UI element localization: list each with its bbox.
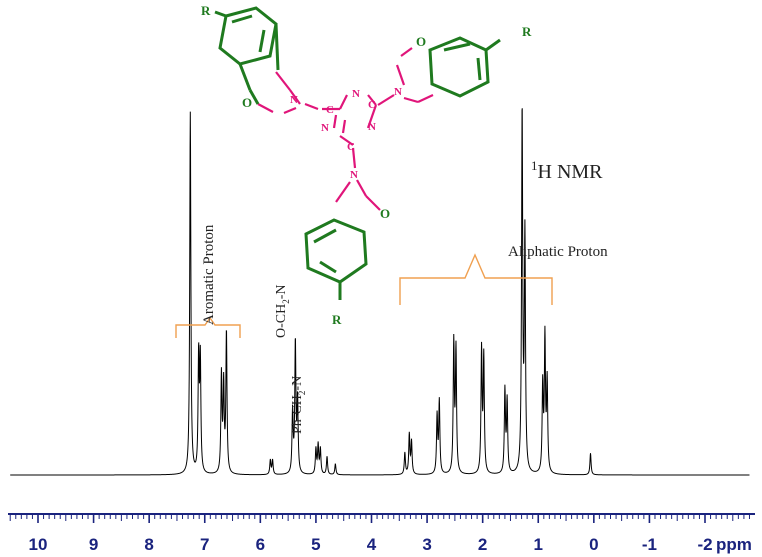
- x-tick-label: 9: [89, 535, 98, 554]
- phch2n-subscript: 2: [297, 391, 307, 396]
- x-tick-label: 4: [367, 535, 377, 554]
- chart-title-main: H NMR: [538, 161, 604, 183]
- aromatic-bracket: [175, 316, 241, 338]
- x-tick-label: 2: [478, 535, 487, 554]
- substituent-r-top-left: R: [201, 3, 211, 18]
- och2n-part-b: -N: [274, 284, 289, 299]
- phch2n-part-b: -N: [290, 376, 305, 391]
- x-tick-label: 10: [29, 535, 48, 554]
- right-oxazine-ring: [377, 47, 434, 106]
- substituent-r-top-right: R: [522, 24, 532, 39]
- x-tick-label: 8: [144, 535, 153, 554]
- x-tick-label: 6: [256, 535, 265, 554]
- och2n-subscript: 2: [281, 299, 291, 304]
- nitrogen-right-oxazine: N: [394, 86, 402, 98]
- x-tick-label: 0: [589, 535, 598, 554]
- spectrum: [10, 108, 750, 476]
- x-tick-label: 3: [422, 535, 431, 554]
- oxygen-right: O: [416, 34, 426, 49]
- triazine-nitrogen-right: N: [368, 121, 376, 133]
- aromatic-proton-label: Aromatic Proton: [201, 224, 217, 325]
- aliphatic-bracket: [399, 253, 553, 305]
- left-oxazine-ring: [257, 71, 319, 115]
- nitrogen-bottom-oxazine: N: [350, 169, 358, 181]
- och2n-part-a: O-CH: [274, 304, 289, 338]
- x-tick-label: 7: [200, 535, 209, 554]
- aliphatic-proton-label: Aliphatic Proton: [508, 244, 608, 260]
- chemical-structure: R R R O O O N N N C C C N N N: [201, 3, 532, 327]
- x-axis-unit-label: ppm: [716, 535, 752, 554]
- triazine-carbon-bottom: C: [347, 141, 355, 153]
- triazine-nitrogen-top: N: [352, 88, 360, 100]
- x-tick-label: 5: [311, 535, 320, 554]
- substituent-r-bottom: R: [332, 312, 342, 327]
- phch2n-label: Ph-CH2-N: [290, 376, 307, 434]
- triazine-ring: [322, 94, 378, 146]
- triazine-carbon-left: C: [326, 104, 334, 116]
- triazine-nitrogen-left: N: [321, 122, 329, 134]
- x-tick-label: 1: [534, 535, 543, 554]
- nitrogen-left-oxazine: N: [290, 94, 298, 106]
- phch2n-part-a: Ph-CH: [290, 395, 305, 434]
- x-tick-label: -2: [697, 535, 712, 554]
- bottom-oxazine-ring: [335, 147, 381, 211]
- chart-title: 1H NMR: [531, 158, 603, 183]
- x-tick-label: -1: [642, 535, 657, 554]
- chart-title-superscript: 1: [531, 158, 538, 173]
- oxygen-bottom: O: [380, 206, 390, 221]
- och2n-label: O-CH2-N: [274, 284, 291, 338]
- triazine-carbon-right: C: [368, 99, 376, 111]
- oxygen-left: O: [242, 95, 252, 110]
- benzene-rings: [214, 6, 501, 300]
- spectrum-line: [10, 108, 750, 476]
